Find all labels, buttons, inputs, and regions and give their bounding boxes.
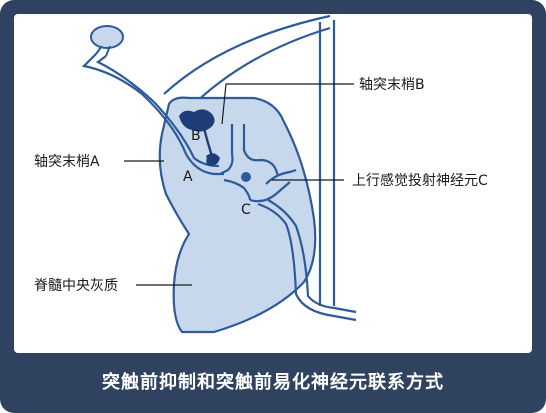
spinal-cord-diagram: B A C 轴突末梢B 轴突末梢A 上行感觉投射神经元C 脊髓中央灰质 <box>34 14 488 334</box>
figure-caption: 突触前抑制和突触前易化神经元联系方式 <box>102 372 444 393</box>
label-terminal-a: 轴突末梢A <box>34 154 100 170</box>
label-gray-matter: 脊髓中央灰质 <box>34 278 118 294</box>
axon-a-outer <box>81 53 224 176</box>
dorsal-root-ganglion <box>90 25 124 49</box>
diagram-panel: B A C 轴突末梢B 轴突末梢A 上行感觉投射神经元C 脊髓中央灰质 <box>14 14 532 353</box>
label-neuron-c: 上行感觉投射神经元C <box>352 172 488 189</box>
central-gray-matter <box>158 96 317 334</box>
neuron-c-axon <box>257 168 357 322</box>
leader-line-terminal-b <box>221 83 354 125</box>
marker-b: B <box>191 128 201 144</box>
axon-b-terminal <box>179 109 215 132</box>
neuron-c-nucleus <box>241 172 251 182</box>
marker-c: C <box>241 202 251 218</box>
label-terminal-b: 轴突末梢B <box>359 77 425 93</box>
neuron-c-outline <box>219 124 291 203</box>
axon-a-inner <box>95 55 220 168</box>
axon-b-bouton <box>206 153 220 166</box>
ganglion-stem <box>95 45 111 57</box>
marker-a: A <box>183 169 193 185</box>
spinal-cord-outline <box>163 14 331 110</box>
